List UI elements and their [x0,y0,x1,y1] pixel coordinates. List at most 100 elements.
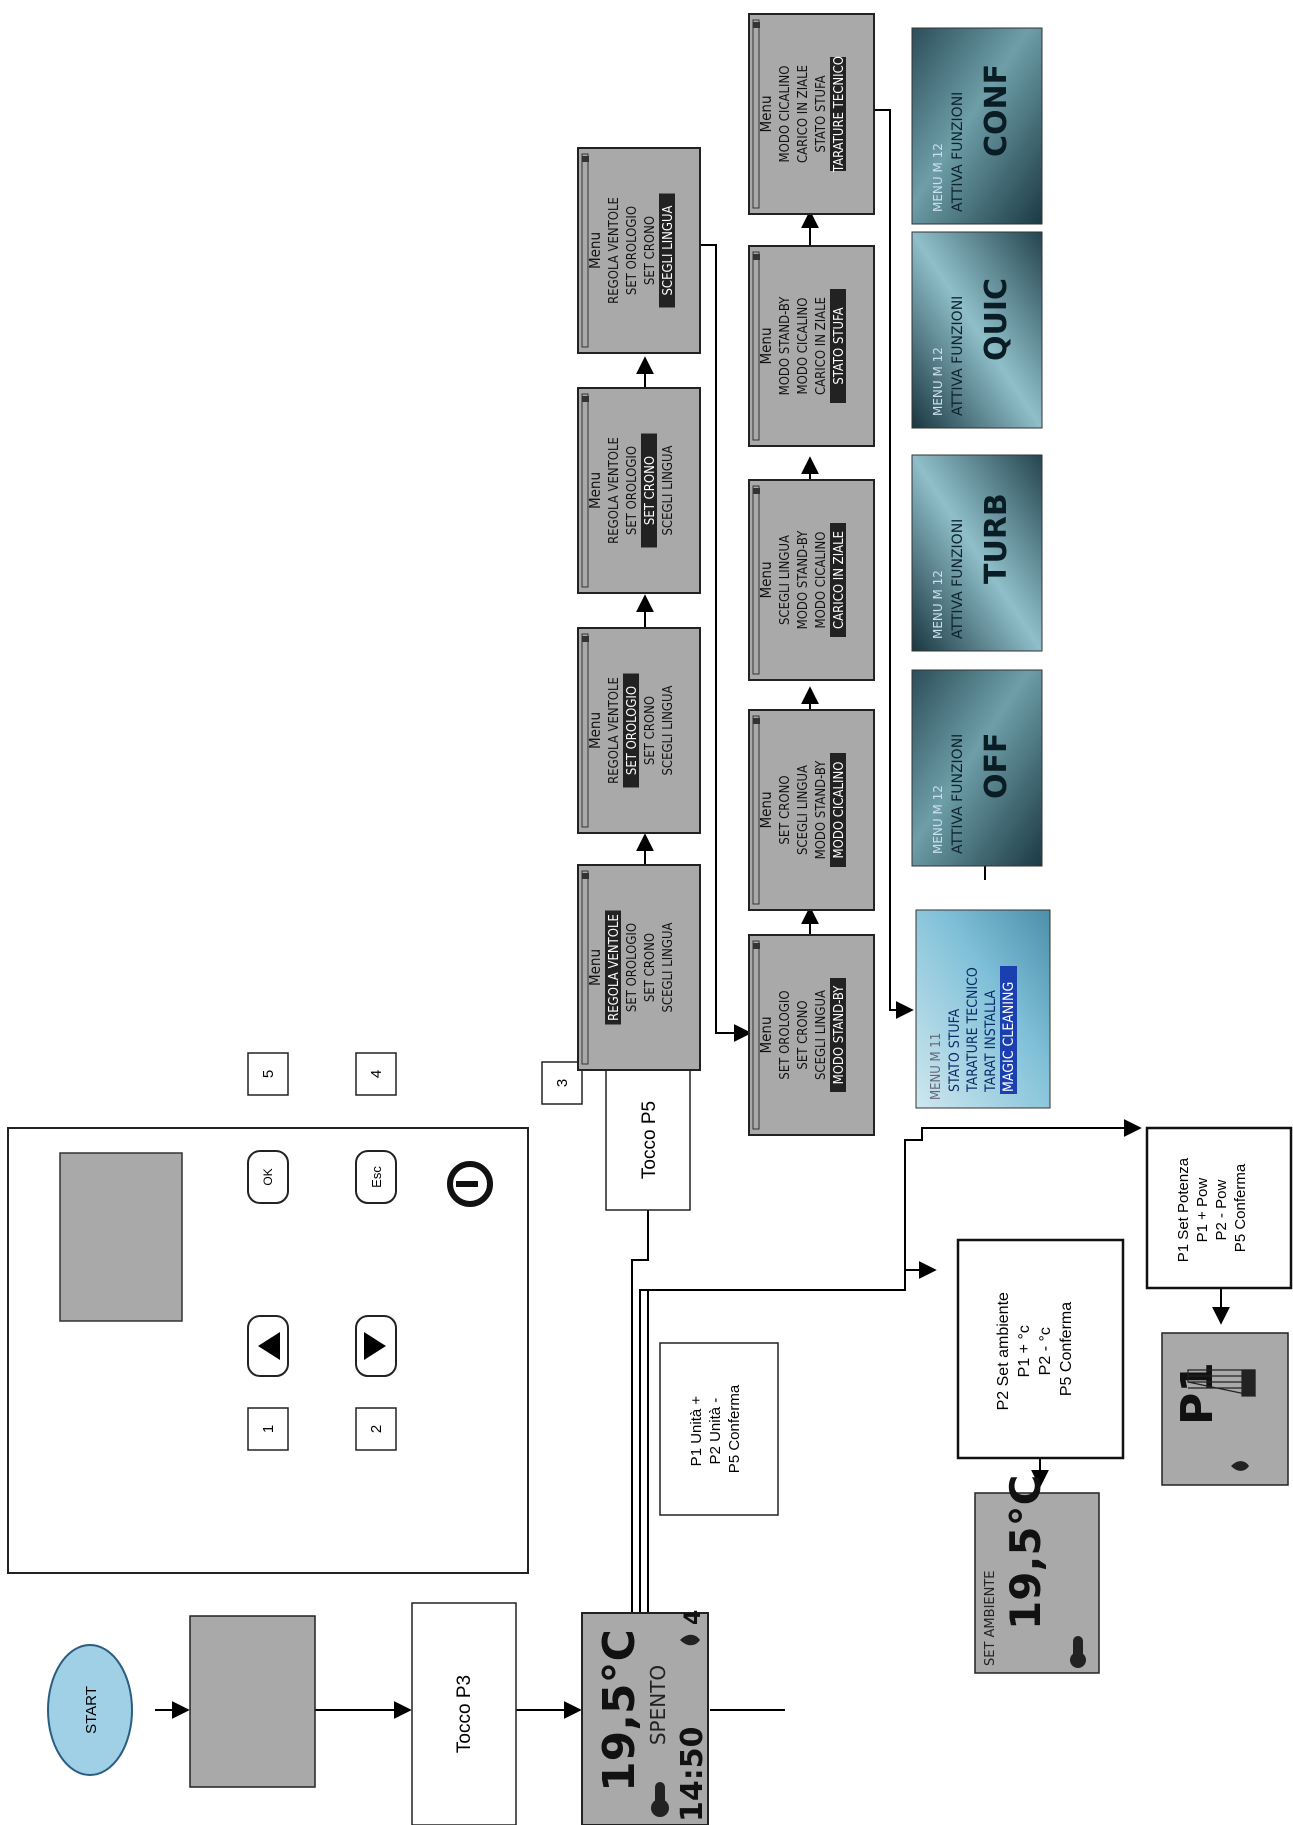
start-node: START [47,1644,133,1776]
triangle-up-icon [258,1332,280,1360]
menu-item: MODO CICALINO [778,66,793,163]
menu-item: SCEGLI LINGUA [661,445,676,535]
main-status: SPENTO [646,1665,670,1745]
menu-title: Menu [757,327,775,364]
button-number-5: 5 [247,1052,289,1096]
menu-item: SET CRONO [643,216,658,285]
menu-item: SCEGLI LINGUA [778,535,793,625]
svg-text:STATO STUFA: STATO STUFA [947,1008,963,1092]
button-number-1: 1 [247,1407,289,1451]
keypad: OK Esc 1 2 3 4 5 [7,1052,583,1574]
function-subtitle: ATTIVA FUNZIONI [950,519,966,639]
menu-item: SCEGLI LINGUA [814,990,829,1080]
menu-item: CARICO IN ZIALE [814,297,829,395]
svg-text:3: 3 [554,1079,571,1087]
svg-text:4: 4 [368,1070,385,1078]
svg-text:Esc: Esc [369,1166,384,1188]
menu-item: SET CRONO [778,775,793,844]
main-power-level: 4 [681,1610,706,1625]
svg-text:P2 Set ambiente P1 + °c: P2 Set ambiente P1 + °c P2 - °c P5 Confe… [995,1288,1075,1411]
menu-item-selected: SCEGLI LINGUA [661,205,676,295]
flame-icon [1231,1461,1249,1471]
menu-item: REGOLA VENTOLE [607,197,622,304]
menu-title: Menu [586,232,604,269]
menu-item: CARICO IN ZIALE [796,65,811,163]
keypad-display [59,1152,183,1322]
set-potenza-instructions: P1 Set Potenza P1 + Pow P2 - Pow P5 Conf… [1145,1126,1293,1290]
menu-item-selected: SET CRONO [643,456,658,525]
menu-m11-header: MENU M 11 [929,1033,944,1100]
menu-item: SET CRONO [643,933,658,1002]
menu-item: STATO STUFA [814,75,829,152]
down-button[interactable] [355,1315,397,1377]
function-header: MENU M 12 [931,143,945,212]
potenza-value: P1 [1172,1362,1223,1425]
button-number-3: 3 [541,1061,583,1105]
function-header: MENU M 12 [931,785,945,854]
svg-text:TARATURE TECNICO: TARATURE TECNICO [965,967,981,1093]
clock-line-2: P2 Unità - [707,1398,724,1465]
tocco-p5-step: Tocco P5 [605,1069,691,1211]
menu-item-selected: MODO CICALINO [832,762,847,859]
menu-item: MODO CICALINO [814,532,829,629]
menu-title: Menu [757,561,775,598]
main-display: 19,5°C SPENTO 14:50 4 [581,1610,710,1825]
svg-text:OK: OK [261,1168,275,1185]
menu-item: MODO STAND-BY [814,760,829,860]
menu-m11-screen: MENU M 11 STATO STUFA TARATURE TECNICO T… [915,909,1051,1109]
menu-title: Menu [757,95,775,132]
function-value: OFF [979,733,1014,800]
ok-button[interactable]: OK [247,1150,289,1204]
tocco-p5-label: Tocco P5 [639,1101,660,1179]
menu-item: REGOLA VENTOLE [607,437,622,544]
menu-item: SET CRONO [796,1000,811,1069]
menu-item: SET CRONO [643,696,658,765]
blank-display [189,1615,316,1788]
menu-item: SET OROLOGIO [625,923,640,1012]
menu-item: SCEGLI LINGUA [661,685,676,775]
svg-text:MAGIC CLEANING: MAGIC CLEANING [1001,982,1017,1092]
menu-title: Menu [757,791,775,828]
menu-item: SET OROLOGIO [778,990,793,1079]
tocco-p3-label: Tocco P3 [454,1675,475,1753]
function-subtitle: ATTIVA FUNZIONI [950,296,966,416]
power-level-bars [1187,1369,1256,1397]
function-value: TURB [979,493,1014,584]
tocco-p3-step: Tocco P3 [411,1602,517,1825]
potenza-display: P1 [1161,1332,1289,1486]
up-button[interactable] [247,1315,289,1377]
main-time: 14:50 [675,1727,710,1823]
menu-item-selected: STATO STUFA [832,307,847,384]
menu-item-selected: CARICO IN ZIALE [832,531,847,629]
menu-title: Menu [586,712,604,749]
menu-item: MODO STAND-BY [778,296,793,396]
function-header: MENU M 12 [931,570,945,639]
function-screen: MENU M 12 ATTIVA FUNZIONI TURB [911,454,1043,652]
esc-button[interactable]: Esc [355,1150,397,1204]
menu-item: MODO STAND-BY [796,530,811,630]
menu-item-selected: SET OROLOGIO [625,686,640,775]
set-ambiente-instructions: P2 Set ambiente P1 + °c P2 - °c P5 Confe… [956,1238,1125,1460]
triangle-down-icon [364,1332,386,1360]
set-ambiente-value: 19,5°C [1001,1475,1050,1630]
menu-title: Menu [586,949,604,986]
menu-item: SCEGLI LINGUA [661,922,676,1012]
power-button[interactable] [447,1161,493,1207]
main-temperature: 19,5°C [594,1629,645,1792]
svg-text:1: 1 [260,1425,277,1433]
connectors [155,109,1230,1719]
button-number-2: 2 [355,1407,397,1451]
function-header: MENU M 12 [931,347,945,416]
